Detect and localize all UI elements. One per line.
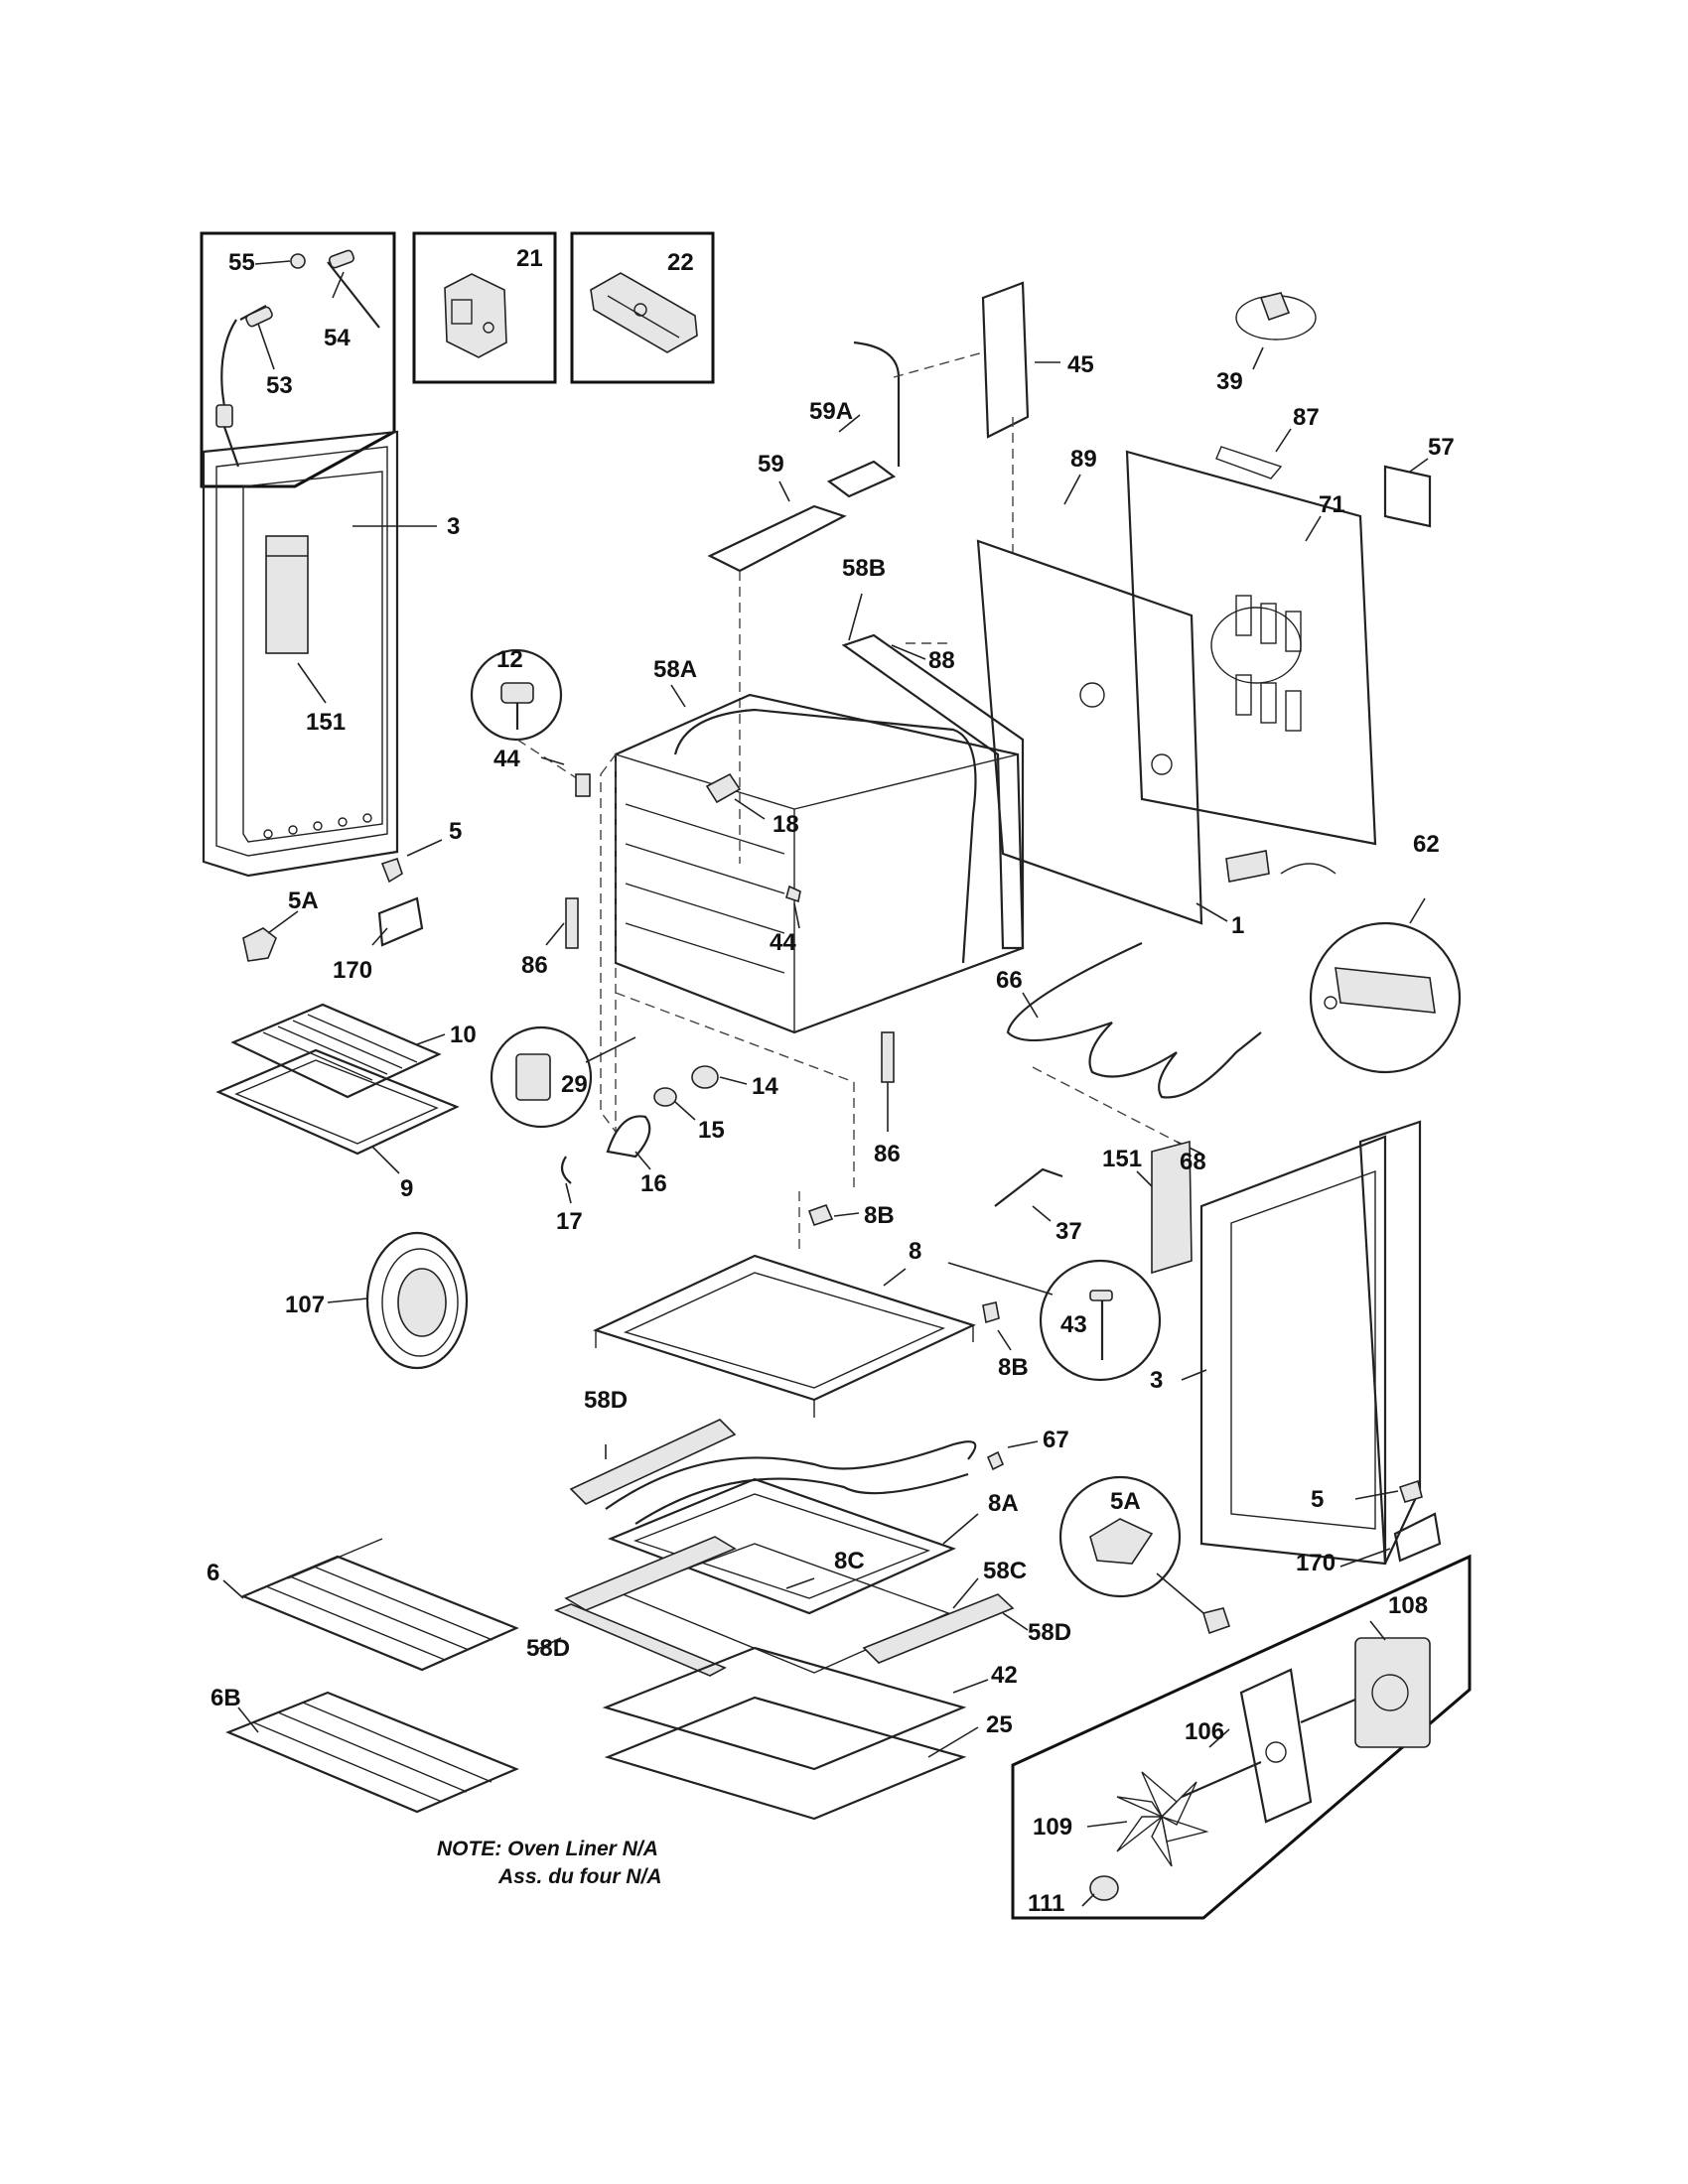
label-88: 88 [928, 647, 955, 674]
oven-bottom-parts [535, 1191, 1162, 1821]
label-66: 66 [996, 967, 1023, 994]
label-58b: 58B [842, 555, 886, 582]
label-44-b: 44 [770, 929, 796, 956]
hinge-parts-left [242, 839, 443, 962]
label-8: 8 [909, 1238, 921, 1265]
label-107: 107 [285, 1292, 325, 1318]
note-line-2: Ass. du four N/A [498, 1865, 662, 1888]
label-58d-upper: 58D [584, 1387, 628, 1414]
label-58d-left: 58D [526, 1635, 570, 1662]
note-line-1: NOTE: Oven Liner N/A [437, 1838, 658, 1860]
label-67: 67 [1043, 1427, 1069, 1453]
label-109: 109 [1033, 1814, 1072, 1841]
left-door-panel [202, 430, 437, 878]
label-5a-left: 5A [288, 887, 319, 914]
label-10: 10 [450, 1022, 477, 1048]
label-58d-right: 58D [1028, 1619, 1071, 1646]
label-6b: 6B [211, 1685, 241, 1711]
label-8a: 8A [988, 1490, 1019, 1517]
label-71: 71 [1319, 491, 1345, 518]
label-57: 57 [1428, 434, 1455, 461]
label-86-upper: 86 [521, 952, 548, 979]
inset-part-22 [570, 231, 715, 384]
label-15: 15 [698, 1117, 725, 1144]
cavity-rack-guides [625, 803, 785, 974]
label-16: 16 [640, 1170, 667, 1197]
label-8b-upper: 8B [864, 1202, 895, 1229]
fan-cover-107 [327, 1231, 469, 1370]
label-8c: 8C [834, 1548, 865, 1574]
label-5-left: 5 [449, 818, 462, 845]
broil-element [1006, 850, 1462, 1155]
label-3-left: 3 [447, 513, 460, 540]
label-8b-lower: 8B [998, 1354, 1029, 1381]
label-22: 22 [667, 249, 694, 276]
label-106: 106 [1185, 1718, 1224, 1745]
label-6: 6 [207, 1560, 219, 1586]
label-18: 18 [773, 811, 799, 838]
label-3-right: 3 [1150, 1367, 1163, 1394]
label-62: 62 [1413, 831, 1440, 858]
label-5-right: 5 [1311, 1486, 1324, 1513]
label-54: 54 [324, 325, 351, 351]
broiler-pan-assembly [215, 1003, 460, 1174]
label-45: 45 [1067, 351, 1094, 378]
label-59a: 59A [809, 398, 853, 425]
label-25: 25 [986, 1711, 1013, 1738]
label-17: 17 [556, 1208, 583, 1235]
callout-labels: 55 54 53 21 22 45 39 59A 59 87 57 89 71 … [207, 245, 1455, 1917]
label-170-right: 170 [1296, 1550, 1336, 1576]
label-58c: 58C [983, 1558, 1027, 1584]
label-39: 39 [1216, 368, 1243, 395]
broiler-grid-slots [262, 1014, 418, 1081]
label-42: 42 [991, 1662, 1018, 1689]
label-59: 59 [758, 451, 784, 478]
label-89: 89 [1070, 446, 1097, 473]
label-1: 1 [1231, 912, 1244, 939]
label-43: 43 [1060, 1311, 1087, 1338]
label-21: 21 [516, 245, 543, 272]
right-side-panel [994, 1120, 1442, 1635]
inset-fan-motor [1011, 1554, 1472, 1920]
label-111: 111 [1028, 1890, 1064, 1917]
label-170-left: 170 [333, 957, 372, 984]
top-ducts-and-cord [707, 281, 1317, 864]
label-5a-right: 5A [1110, 1488, 1141, 1515]
rear-panels [976, 428, 1432, 925]
inset-part-21 [412, 231, 557, 384]
label-151-left: 151 [306, 709, 346, 736]
label-12: 12 [496, 646, 523, 673]
label-55: 55 [228, 249, 255, 276]
door-bottom-holes [263, 813, 372, 839]
label-14: 14 [752, 1073, 778, 1100]
label-87: 87 [1293, 404, 1320, 431]
oven-racks [222, 1538, 519, 1814]
label-29: 29 [561, 1071, 588, 1098]
vent-slots [1235, 595, 1302, 732]
label-151-right: 151 [1102, 1146, 1142, 1172]
label-108: 108 [1388, 1592, 1428, 1619]
label-37: 37 [1055, 1218, 1082, 1245]
label-53: 53 [266, 372, 293, 399]
label-44-a: 44 [493, 746, 520, 772]
label-58a: 58A [653, 656, 697, 683]
light-and-sensor-parts [470, 648, 895, 1204]
label-68: 68 [1180, 1149, 1206, 1175]
fan-blades [1116, 1771, 1209, 1867]
inset-probe-assembly [200, 231, 396, 488]
label-86-lower: 86 [874, 1141, 901, 1167]
label-9: 9 [400, 1175, 413, 1202]
